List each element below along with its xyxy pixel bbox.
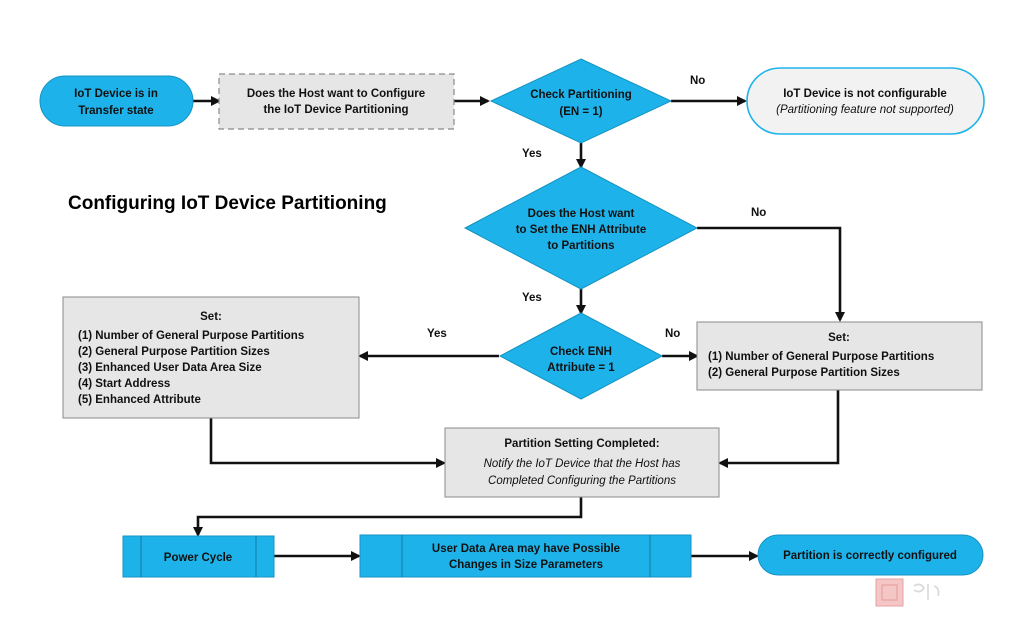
node-not-configurable: IoT Device is not configurable (Partitio… [746, 67, 985, 135]
not-configurable-line-2: (Partitioning feature not supported) [776, 104, 954, 116]
node-set-enh-decision: Does the Host want to Set the ENH Attrib… [463, 166, 699, 290]
set-enh-decision-line-1: Does the Host want [528, 208, 635, 220]
set-full-heading: Set: [200, 311, 222, 323]
check-enh-line-1: Check ENH [550, 346, 612, 358]
not-configurable-line-1: IoT Device is not configurable [783, 88, 947, 100]
user-data-line-1: User Data Area may have Possible [432, 543, 620, 555]
set-basic-item-1: (1) Number of General Purpose Partitions [708, 351, 934, 363]
set-full-item-1: (1) Number of General Purpose Partitions [78, 330, 304, 342]
node-user-data: User Data Area may have Possible Changes… [359, 534, 692, 578]
set-full-item-3: (3) Enhanced User Data Area Size [78, 362, 262, 374]
set-full-item-2: (2) General Purpose Partition Sizes [78, 346, 270, 358]
check-partitioning-line-1: Check Partitioning [530, 89, 632, 101]
node-power-cycle: Power Cycle [122, 535, 275, 578]
set-enh-decision-line-2: to Set the ENH Attribute [516, 224, 647, 236]
set-basic-heading: Set: [828, 332, 850, 344]
set-full-item-4: (4) Start Address [78, 378, 170, 390]
host-configure-line-2: the IoT Device Partitioning [263, 104, 408, 116]
set-basic-item-2: (2) General Purpose Partition Sizes [708, 367, 900, 379]
user-data-line-2: Changes in Size Parameters [449, 559, 603, 571]
edge-basic-to-completed [718, 390, 840, 468]
diagram-title: Configuring IoT Device Partitioning [68, 193, 387, 214]
node-end: Partition is correctly configured [757, 534, 984, 576]
node-start: IoT Device is in Transfer state [39, 75, 194, 127]
node-completed: Partition Setting Completed: Notify the … [444, 427, 720, 498]
connectors [193, 96, 845, 561]
node-set-full: Set: (1) Number of General Purpose Parti… [62, 296, 360, 419]
label-check-yes: Yes [522, 148, 542, 160]
completed-note-1: Notify the IoT Device that the Host has [484, 458, 681, 470]
power-cycle-label: Power Cycle [164, 552, 232, 564]
start-line-1: IoT Device is in [74, 88, 158, 100]
node-check-enh: Check ENH Attribute = 1 [498, 312, 664, 400]
set-full-item-5: (5) Enhanced Attribute [78, 394, 201, 406]
node-check-partitioning: Check Partitioning (EN = 1) [489, 58, 673, 144]
label-enh-decision-no: No [751, 207, 766, 219]
edge-enh-decision-no [697, 226, 845, 322]
completed-heading: Partition Setting Completed: [504, 438, 659, 450]
label-enh-decision-yes: Yes [522, 292, 542, 304]
host-configure-line-1: Does the Host want to Configure [247, 88, 425, 100]
set-enh-decision-line-3: to Partitions [547, 240, 614, 252]
label-check-enh-no: No [665, 328, 680, 340]
check-enh-line-2: Attribute = 1 [547, 362, 615, 374]
edge-completed-to-power [193, 497, 583, 537]
node-host-configure: Does the Host want to Configure the IoT … [218, 73, 455, 130]
seal-logo [875, 578, 940, 607]
end-label: Partition is correctly configured [783, 550, 957, 562]
node-set-basic: Set: (1) Number of General Purpose Parti… [696, 321, 983, 391]
check-partitioning-line-2: (EN = 1) [559, 106, 602, 118]
edge-labels: No Yes No Yes Yes No [427, 75, 766, 340]
start-line-2: Transfer state [78, 105, 153, 117]
label-check-no: No [690, 75, 705, 87]
completed-note-2: Completed Configuring the Partitions [488, 475, 676, 487]
edge-full-to-completed [209, 418, 446, 468]
label-check-enh-yes: Yes [427, 328, 447, 340]
